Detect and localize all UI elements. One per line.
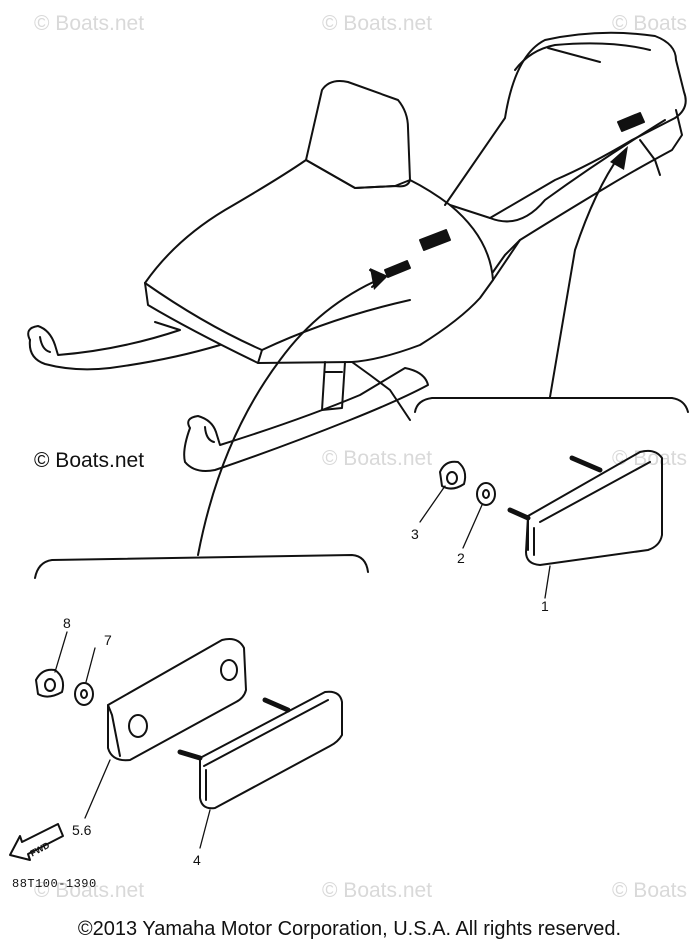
snowmobile-illustration — [27, 31, 687, 472]
callout-4: 4 — [193, 852, 201, 868]
boats-net-label: © Boats.net — [34, 449, 145, 472]
reflector-front-part — [177, 690, 343, 810]
washer-part — [476, 482, 496, 506]
bracket-front — [34, 554, 369, 579]
callout-8: 8 — [63, 615, 71, 631]
callout-7: 7 — [104, 632, 112, 648]
windshield — [305, 80, 411, 189]
arrow-front — [197, 277, 383, 556]
callout-2: 2 — [457, 550, 465, 566]
callout-1: 1 — [541, 598, 549, 614]
washer-7-part — [74, 682, 94, 706]
reflector-location-rear — [617, 112, 645, 132]
ski-left — [27, 321, 181, 356]
reflector-rear-part — [507, 449, 663, 566]
reflector-location-side — [419, 229, 451, 251]
bracket-rear — [414, 397, 689, 413]
arrow-rear — [549, 154, 621, 398]
nut-part — [439, 460, 467, 490]
watermark: © Boats — [612, 12, 688, 35]
callout-5-6: 5.6 — [72, 822, 92, 838]
ski-right — [183, 367, 429, 472]
watermark: © Boats.net — [322, 879, 433, 902]
nut-8-part — [35, 668, 65, 698]
watermark: © Boats — [612, 447, 688, 470]
fwd-arrow-icon — [9, 823, 64, 861]
callout-3: 3 — [411, 526, 419, 542]
plate-part — [107, 638, 247, 762]
watermark: © Boats — [612, 879, 688, 902]
watermark: © Boats.net — [322, 447, 433, 470]
seat — [444, 31, 687, 219]
copyright-notice: ©2013 Yamaha Motor Corporation, U.S.A. A… — [77, 918, 622, 940]
watermark: © Boats.net — [34, 879, 145, 902]
watermark: © Boats.net — [322, 12, 433, 35]
diagram-code: 88T100-1390 — [12, 877, 97, 891]
watermark: © Boats.net — [34, 12, 145, 35]
